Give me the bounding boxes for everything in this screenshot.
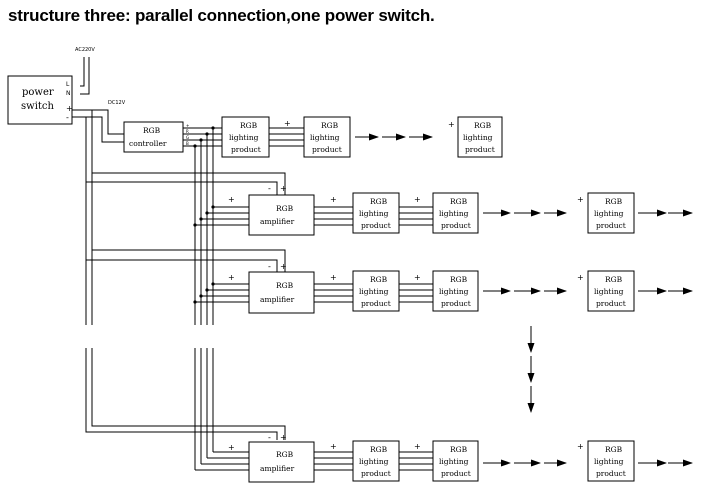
- product-label-2: lighting: [439, 457, 469, 466]
- product-label-3: product: [465, 145, 495, 154]
- rgb-amplifier-block: RGB amplifier: [248, 194, 315, 236]
- ctrl-out-r: R: [186, 129, 189, 134]
- terminal-plus: +: [228, 195, 235, 204]
- product-label-2: lighting: [439, 287, 469, 296]
- terminal-plus: +: [330, 195, 337, 204]
- product-label-2: lighting: [594, 457, 624, 466]
- ctrl-out-g: G: [186, 135, 189, 140]
- product-label-3: product: [596, 299, 626, 308]
- product-label-1: RGB: [450, 445, 468, 454]
- product-label-2: lighting: [359, 287, 389, 296]
- page-title: structure three: parallel connection,one…: [8, 6, 435, 25]
- switch-plus-label: +: [66, 104, 73, 113]
- controller-label-2: controller: [129, 139, 167, 148]
- terminal-plus: +: [228, 273, 235, 282]
- terminal-plus: +: [577, 273, 584, 282]
- product-label-1: RGB: [450, 275, 468, 284]
- product-label-3: product: [596, 221, 626, 230]
- rgb-lighting-product: RGB lighting product: [352, 270, 400, 312]
- rgb-amplifier-block: RGB amplifier: [248, 441, 315, 483]
- rgb-lighting-product: RGB lighting product: [587, 192, 635, 234]
- mains-input-label: AC220V: [75, 47, 95, 53]
- amplifier-label-1: RGB: [276, 450, 294, 459]
- amp-minus: -: [268, 184, 271, 193]
- power-switch-label-2: switch: [21, 101, 55, 112]
- amp-plus: +: [280, 184, 287, 193]
- amp-plus: +: [280, 433, 287, 442]
- rgb-lighting-product: RGB lighting product: [352, 192, 400, 234]
- terminal-plus: +: [577, 195, 584, 204]
- product-label-2: lighting: [463, 133, 493, 142]
- product-label-3: product: [361, 299, 391, 308]
- product-label-1: RGB: [321, 121, 339, 130]
- product-label-1: RGB: [605, 197, 623, 206]
- signal-bus: [183, 126, 222, 470]
- product-label-1: RGB: [605, 445, 623, 454]
- product-label-1: RGB: [450, 197, 468, 206]
- product-label-1: RGB: [370, 445, 388, 454]
- live-terminal-label: L: [66, 81, 70, 88]
- power-switch-label-1: power: [22, 87, 54, 98]
- terminal-plus: +: [330, 273, 337, 282]
- product-label-3: product: [312, 145, 342, 154]
- dc-output-label: DC12V: [108, 100, 126, 106]
- rgb-lighting-product: RGB lighting product: [352, 440, 400, 482]
- rgb-controller-block: RGB controller: [123, 121, 184, 153]
- terminal-plus: +: [284, 119, 291, 128]
- rgb-lighting-product: RGB lighting product: [221, 116, 270, 158]
- product-label-3: product: [361, 221, 391, 230]
- product-label-2: lighting: [594, 209, 624, 218]
- rgb-amplifier-block: RGB amplifier: [248, 271, 315, 314]
- rgb-lighting-product: RGB lighting product: [587, 440, 635, 482]
- neutral-terminal-label: N: [66, 90, 71, 97]
- amplifier-label-2: amplifier: [260, 295, 295, 304]
- terminal-plus: +: [414, 195, 421, 204]
- rgb-lighting-product: RGB lighting product: [432, 270, 479, 312]
- amplifier-label-2: amplifier: [260, 217, 295, 226]
- product-label-2: lighting: [229, 133, 259, 142]
- amplifier-label-1: RGB: [276, 281, 294, 290]
- product-label-3: product: [231, 145, 261, 154]
- amp-minus: -: [268, 433, 271, 442]
- product-label-3: product: [441, 221, 471, 230]
- product-label-2: lighting: [359, 457, 389, 466]
- product-label-3: product: [596, 469, 626, 478]
- amp-plus: +: [280, 262, 287, 271]
- product-label-3: product: [361, 469, 391, 478]
- product-label-1: RGB: [240, 121, 258, 130]
- product-label-2: lighting: [439, 209, 469, 218]
- power-switch-block: power switch: [7, 75, 73, 125]
- ctrl-out-b: B: [186, 141, 189, 146]
- ctrl-out-plus: +: [186, 123, 189, 128]
- product-label-3: product: [441, 299, 471, 308]
- amplifier-label-2: amplifier: [260, 464, 295, 473]
- product-label-1: RGB: [370, 197, 388, 206]
- power-wires: [72, 57, 286, 440]
- rgb-lighting-product: RGB lighting product: [432, 192, 479, 234]
- amp-minus: -: [268, 262, 271, 271]
- product-label-3: product: [441, 469, 471, 478]
- rgb-lighting-product: RGB lighting product: [432, 440, 479, 482]
- product-label-2: lighting: [359, 209, 389, 218]
- terminal-plus: +: [330, 442, 337, 451]
- product-label-1: RGB: [370, 275, 388, 284]
- switch-minus-label: -: [66, 113, 69, 122]
- controller-label-1: RGB: [143, 126, 161, 135]
- terminal-plus: +: [228, 443, 235, 452]
- terminal-plus: +: [414, 442, 421, 451]
- product-label-2: lighting: [310, 133, 340, 142]
- terminal-plus: +: [577, 442, 584, 451]
- terminal-plus: +: [414, 273, 421, 282]
- terminal-plus: +: [448, 120, 455, 129]
- rgb-lighting-product: RGB lighting product: [457, 116, 503, 158]
- rgb-lighting-product: RGB lighting product: [303, 116, 351, 158]
- product-label-2: lighting: [594, 287, 624, 296]
- product-label-1: RGB: [474, 121, 492, 130]
- product-label-1: RGB: [605, 275, 623, 284]
- rgb-lighting-product: RGB lighting product: [587, 270, 635, 312]
- amplifier-label-1: RGB: [276, 204, 294, 213]
